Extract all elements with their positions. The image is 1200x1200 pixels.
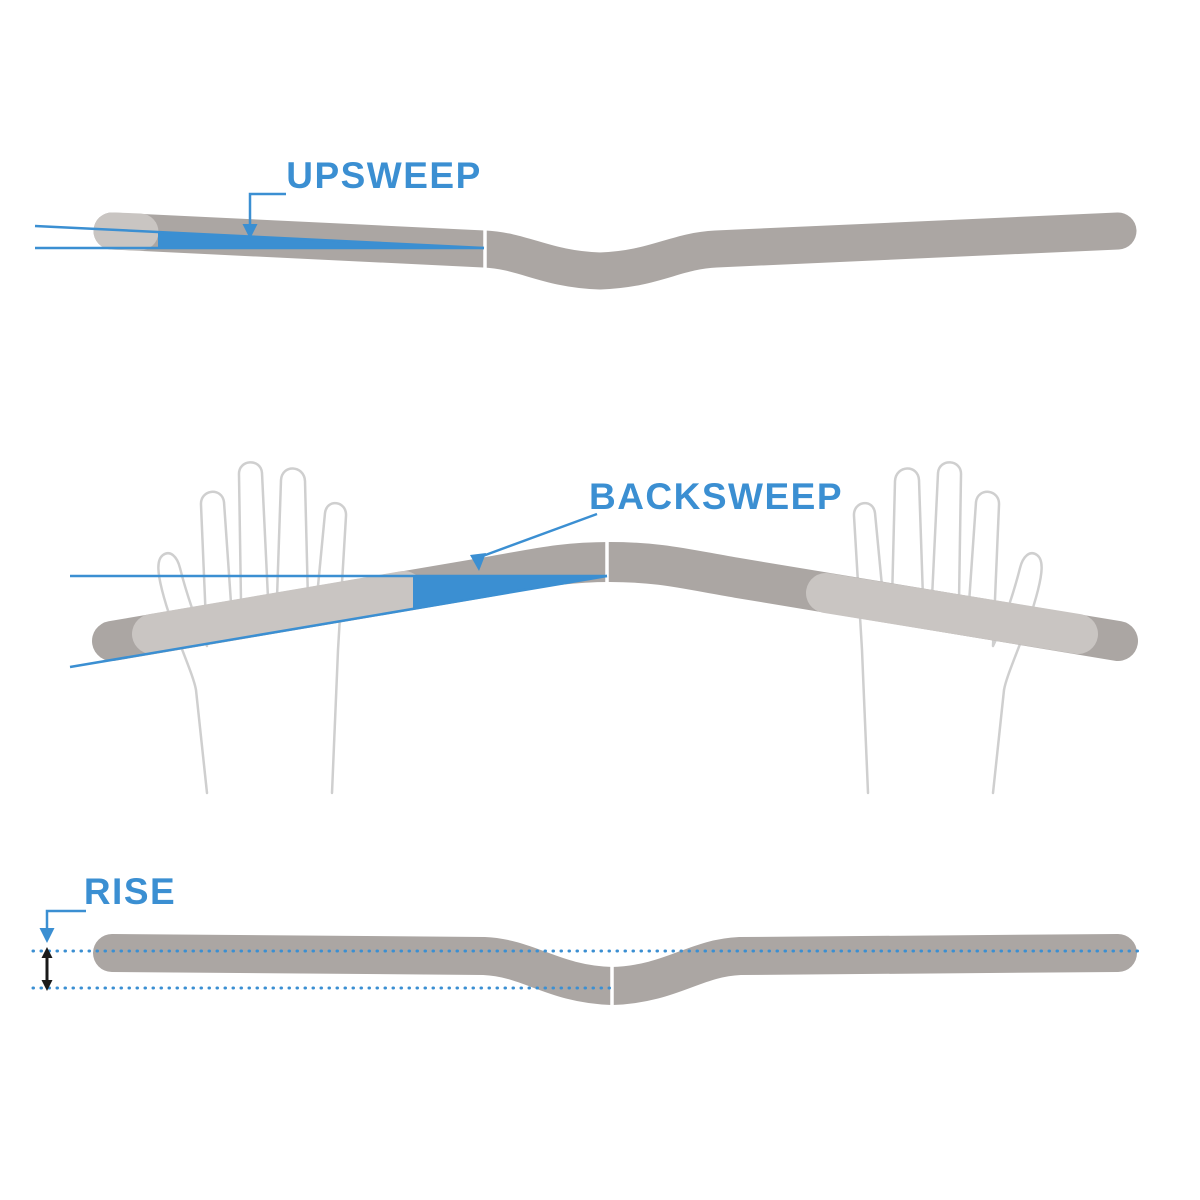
upsweep-pointer-line: [248, 192, 286, 227]
backsweep-bar-axis-line: [69, 574, 608, 669]
upsweep-handlebar: [93, 212, 1137, 290]
backsweep-arrowhead-icon: [470, 553, 486, 571]
rise-diagram: RISE: [31, 871, 1143, 1006]
upsweep-arrowhead-icon: [242, 224, 258, 239]
rise-measure-arrowhead-down-icon: [41, 980, 53, 991]
upsweep-bar-axis-line: [34, 224, 485, 250]
rise-measure-arrowhead-up-icon: [41, 947, 53, 958]
backsweep-left-grip: [132, 571, 424, 654]
rise-arrowhead-icon: [39, 928, 55, 943]
backsweep-diagram: BACKSWEEP: [69, 461, 1138, 795]
rise-pointer-line: [45, 909, 86, 931]
backsweep-handlebar: [92, 541, 1138, 661]
backsweep-right-grip: [806, 573, 1098, 654]
backsweep-label: BACKSWEEP: [589, 476, 843, 517]
upsweep-label: UPSWEEP: [286, 155, 482, 196]
backsweep-pointer-line: [479, 512, 598, 559]
upsweep-diagram: UPSWEEP: [34, 155, 1137, 290]
rise-handlebar: [93, 934, 1137, 1006]
rise-label: RISE: [84, 871, 176, 912]
